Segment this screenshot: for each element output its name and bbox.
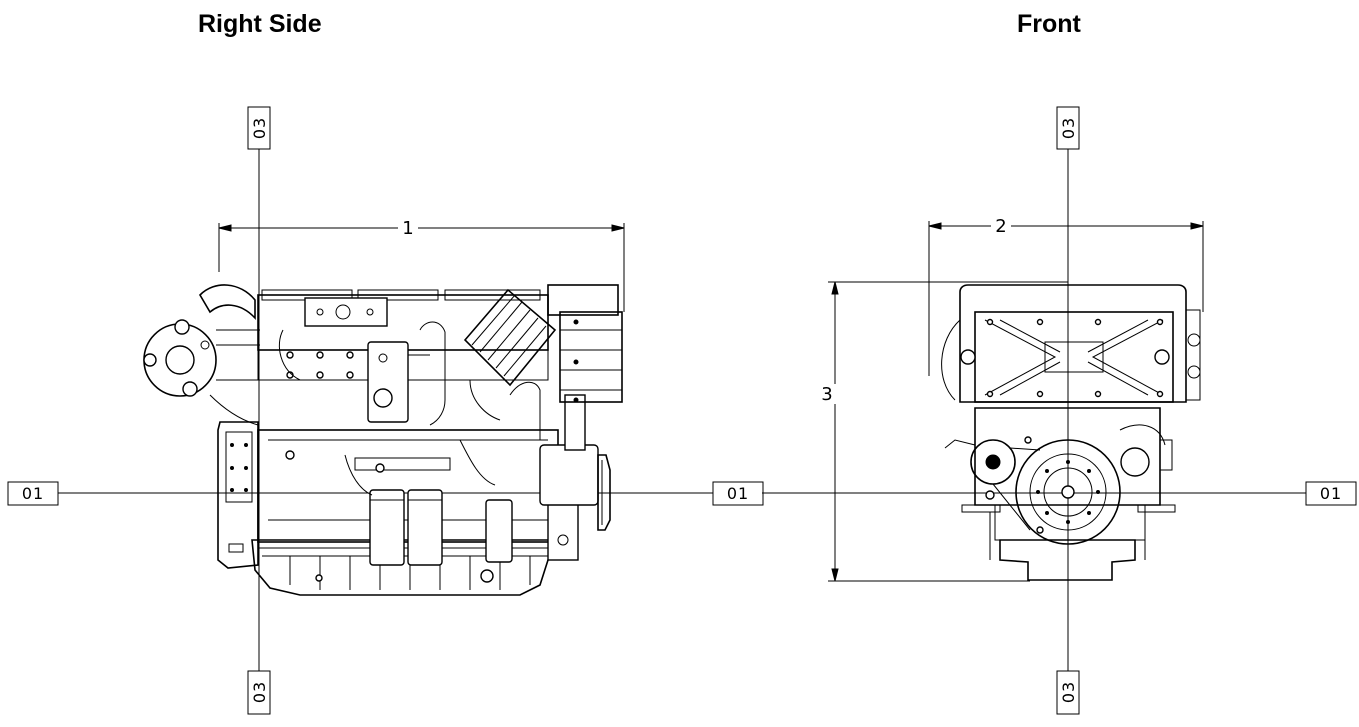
datum-tag-label: 03 (1059, 681, 1078, 703)
dimension-width: 2 (928, 216, 1204, 376)
datum-tag-01-right: 01 (1305, 481, 1357, 506)
datum-tag-label: 03 (250, 681, 269, 703)
dimension-width-label: 2 (995, 216, 1006, 237)
engine-right-side-view (143, 284, 623, 596)
datum-tag-01-middle: 01 (712, 481, 764, 506)
datum-tag-label: 03 (250, 117, 269, 139)
dimension-length: 1 (218, 218, 625, 312)
datum-tag-01-left: 01 (7, 481, 59, 506)
datum-tag-label: 01 (1320, 484, 1342, 503)
dimension-height: 3 (821, 281, 1068, 582)
datum-tag-03-right-side-bottom: 03 (247, 670, 271, 715)
engine-front-view (941, 284, 1201, 581)
front-view-title: Front (1017, 10, 1081, 38)
datum-tag-label: 03 (1059, 117, 1078, 139)
dimension-length-label: 1 (402, 218, 413, 239)
dimension-height-label: 3 (821, 384, 832, 405)
datum-tag-label: 01 (22, 484, 44, 503)
datum-tag-03-front-top: 03 (1056, 106, 1080, 150)
datum-tag-label: 01 (727, 484, 749, 503)
datum-tag-03-front-bottom: 03 (1056, 670, 1080, 715)
right-side-view-title: Right Side (198, 10, 322, 38)
datum-tag-03-right-side-top: 03 (247, 106, 271, 150)
